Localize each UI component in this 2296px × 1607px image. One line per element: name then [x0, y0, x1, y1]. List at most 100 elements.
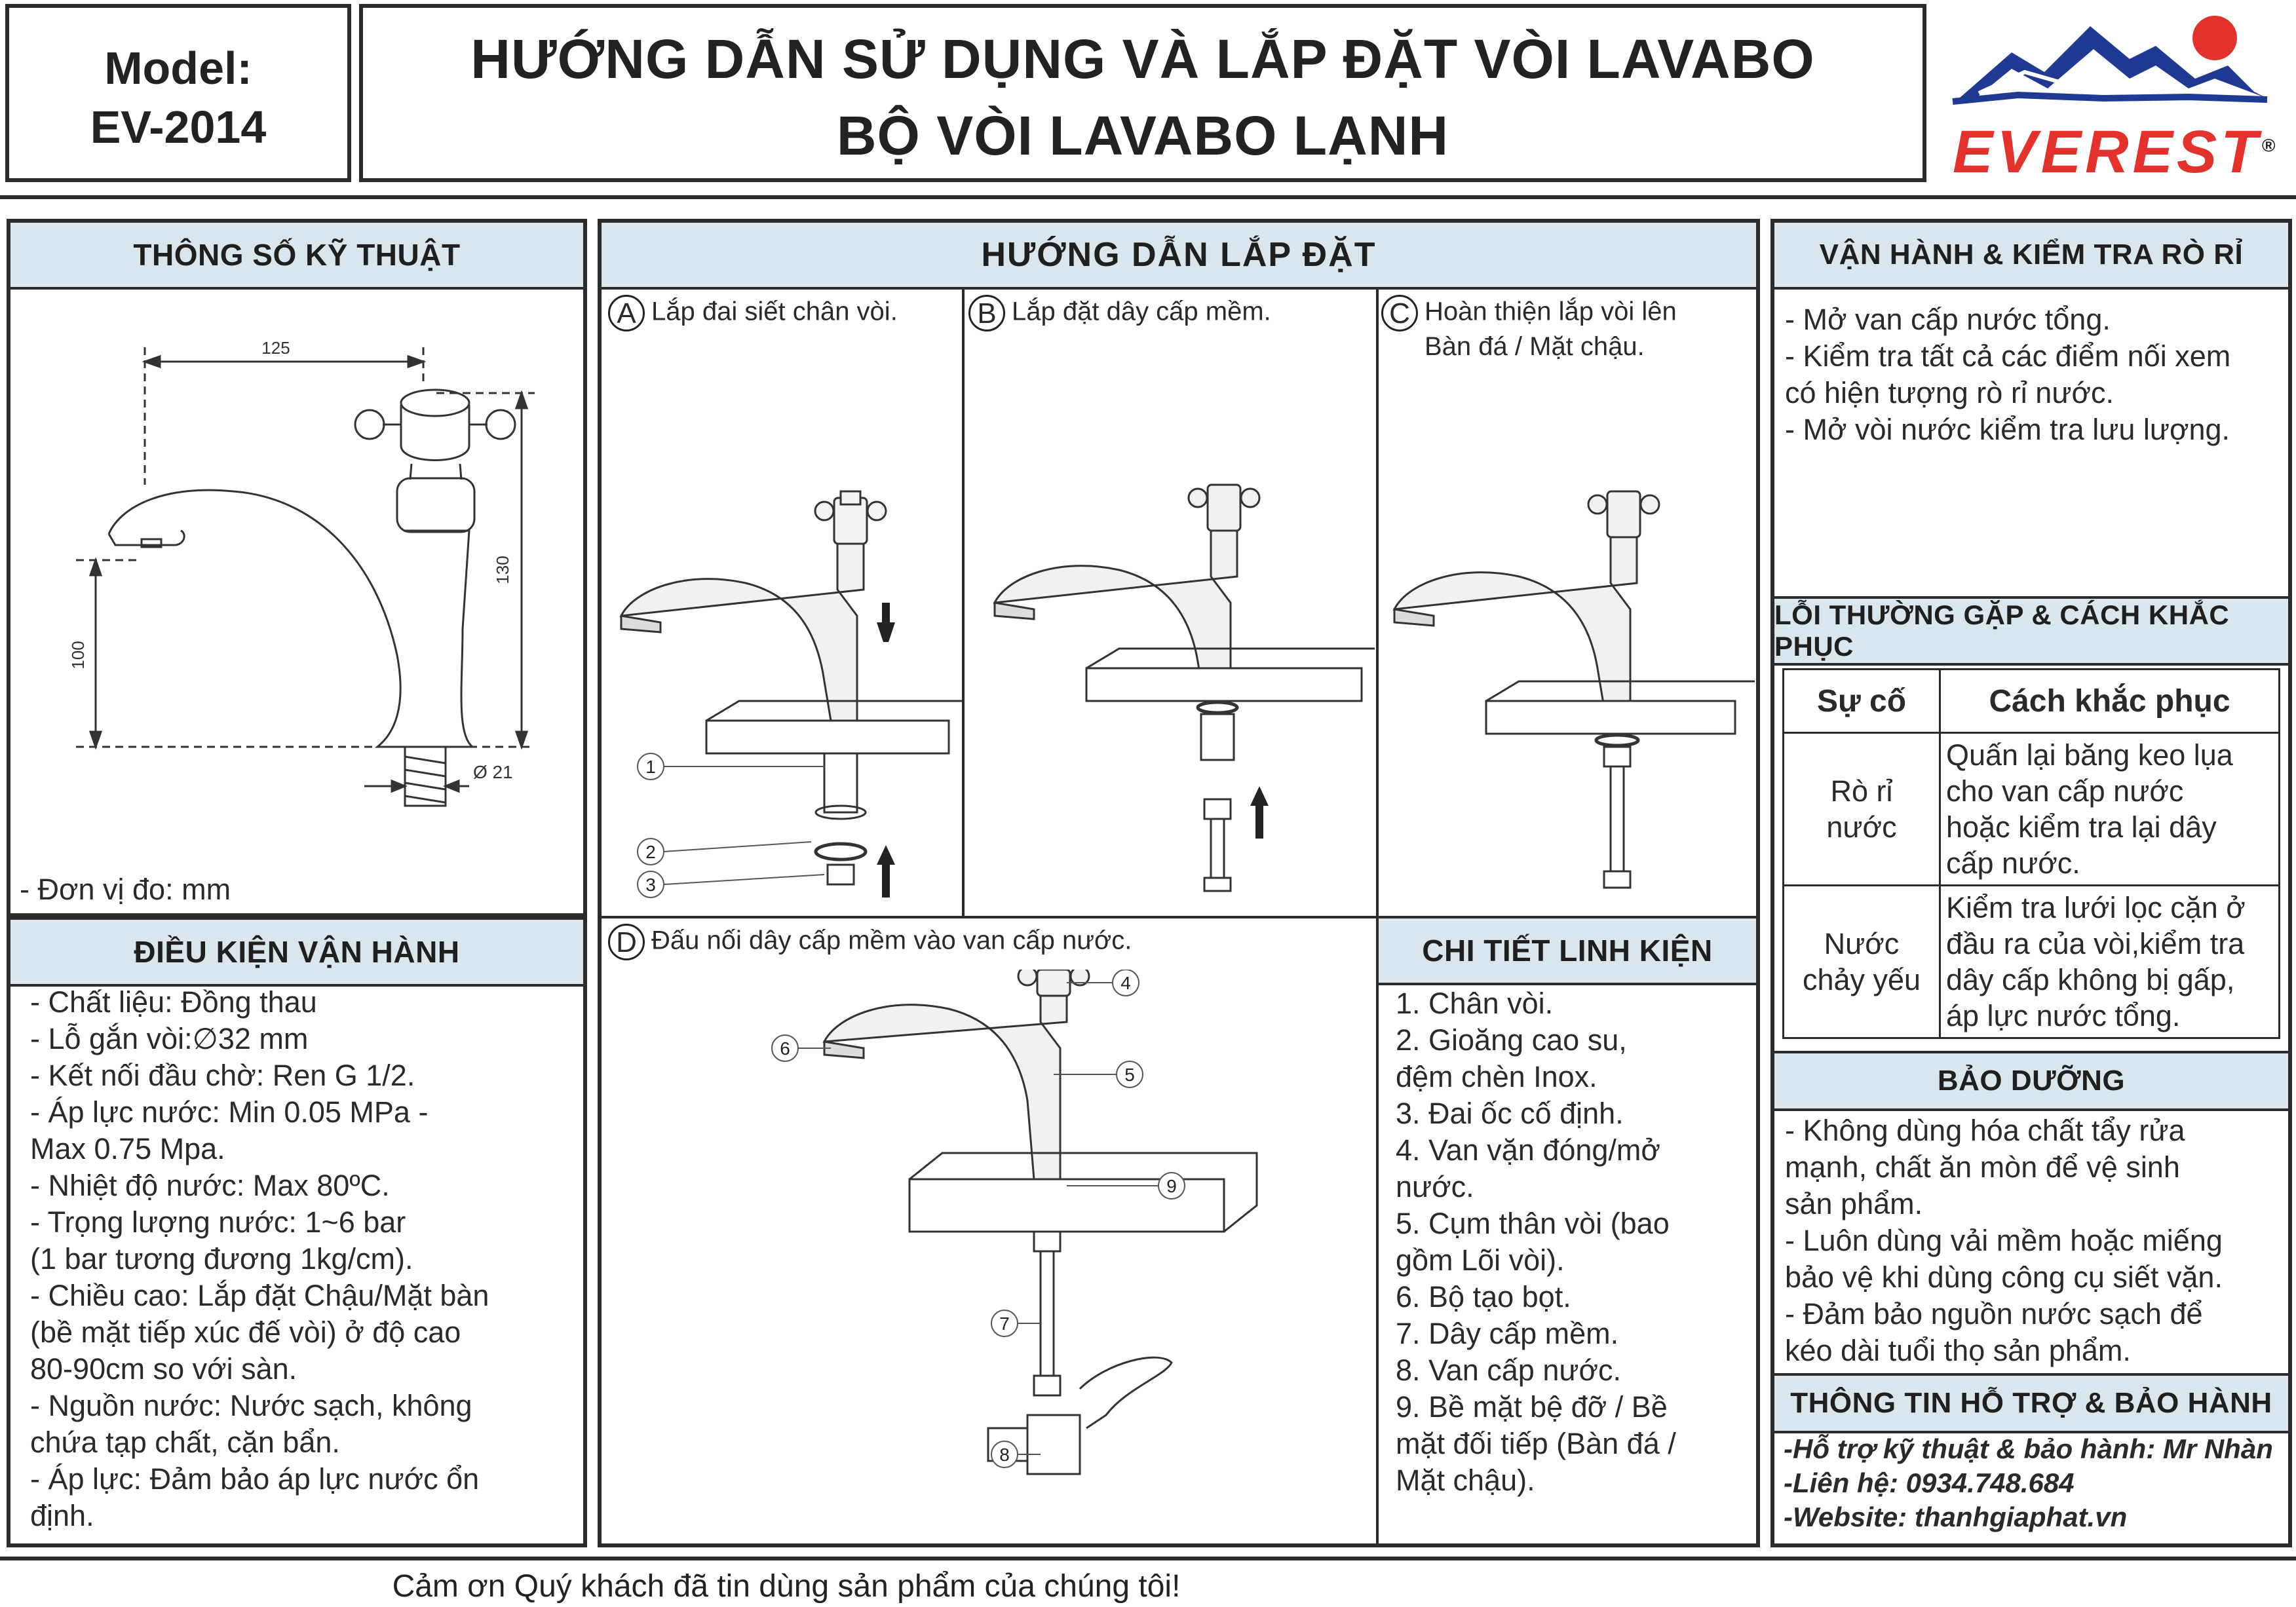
- callout-5: 5: [1124, 1065, 1135, 1085]
- callout-9: 9: [1166, 1176, 1177, 1196]
- step-d-text: Đấu nối dây cấp mềm vào van cấp nước.: [651, 926, 1132, 955]
- maintenance-line: bảo vệ khi dùng công cụ siết vặn.: [1785, 1260, 2223, 1294]
- parts-line: đệm chèn Inox.: [1396, 1060, 1598, 1093]
- maintenance-line: - Đảm bảo nguồn nước sạch để: [1785, 1297, 2203, 1331]
- conditions-line: - Kết nối đầu chờ: Ren G 1/2.: [30, 1059, 415, 1092]
- maintenance-line: sản phẩm.: [1785, 1187, 1923, 1220]
- page-title: HƯỚNG DẪN SỬ DỤNG VÀ LẮP ĐẶT VÒI LAVABO: [470, 28, 1815, 90]
- install-title: HƯỚNG DẪN LẮP ĐẶT: [602, 223, 1756, 290]
- parts-line: 7. Dây cấp mềm.: [1396, 1317, 1619, 1350]
- parts-line: gồm Lõi vòi).: [1396, 1243, 1565, 1277]
- conditions-title: ĐIỀU KIỆN VẬN HÀNH: [10, 917, 583, 987]
- dim-total-height-label: 130: [493, 556, 512, 584]
- maintenance-line: kéo dài tuổi thọ sản phẩm.: [1785, 1334, 2131, 1367]
- parts-title: CHI TIẾT LINH KIỆN: [1379, 918, 1756, 985]
- mountain-logo-icon: [1952, 16, 2268, 105]
- footer-text: Cảm ơn Quý khách đã tin dùng sản phẩm củ…: [392, 1569, 1181, 1604]
- maintenance-list: - Không dùng hóa chất tẩy rửa mạnh, chất…: [1785, 1112, 2223, 1369]
- maintenance-line: mạnh, chất ăn mòn để vệ sinh: [1785, 1150, 2180, 1184]
- support-title: THÔNG TIN HỖ TRỢ & BẢO HÀNH: [1774, 1373, 2288, 1433]
- parts-line: Mặt chậu).: [1396, 1464, 1535, 1497]
- faucet-dimension-drawing: 125 130 100 Ø 21: [68, 338, 535, 807]
- right-panel: VẬN HÀNH & KIỂM TRA RÒ RỈ - Mở van cấp n…: [1770, 219, 2292, 1547]
- unit-note: - Đơn vị đo: mm: [20, 873, 231, 906]
- callout-2: 2: [645, 842, 656, 862]
- page-subtitle: BỘ VÒI LAVABO LẠNH: [836, 105, 1449, 166]
- maintenance-line: - Không dùng hóa chất tẩy rửa: [1785, 1114, 2185, 1147]
- callout-8: 8: [999, 1445, 1010, 1465]
- conditions-line: - Áp lực: Đảm bảo áp lực nước ổn: [30, 1462, 480, 1496]
- conditions-line: - Chiều cao: Lắp đặt Chậu/Mặt bàn: [30, 1279, 489, 1312]
- operation-line: - Mở van cấp nước tổng.: [1785, 303, 2111, 336]
- conditions-line: - Áp lực nước: Min 0.05 MPa -: [30, 1095, 429, 1129]
- operation-line: - Kiểm tra tất cả các điểm nối xem: [1785, 339, 2231, 373]
- troubleshoot-title: LỖI THƯỜNG GẶP & CÁCH KHẮC PHỤC: [1774, 596, 2288, 666]
- dim-width-label: 125: [261, 338, 290, 358]
- specs-title: THÔNG SỐ KỸ THUẬT: [10, 223, 583, 290]
- parts-line: 4. Van vặn đóng/mở: [1396, 1133, 1660, 1167]
- conditions-line: Max 0.75 Mpa.: [30, 1132, 225, 1165]
- operation-line: có hiện tượng rò rỉ nước.: [1785, 376, 2114, 409]
- dim-spout-height-label: 100: [68, 641, 88, 669]
- parts-line: 1. Chân vòi.: [1396, 987, 1554, 1020]
- parts-list: 1. Chân vòi. 2. Gioăng cao su, đệm chèn …: [1396, 985, 1676, 1499]
- conditions-line: (bề mặt tiếp xúc đế vòi) ở độ cao: [30, 1315, 461, 1349]
- conditions-line: - Nguồn nước: Nước sạch, không: [30, 1389, 472, 1422]
- conditions-line: - Nhiệt độ nước: Max 80ºC.: [30, 1169, 390, 1202]
- table-header-row: Sự cố Cách khắc phục: [1782, 668, 2280, 734]
- parts-line: 6. Bộ tạo bọt.: [1396, 1280, 1571, 1314]
- callout-6: 6: [780, 1038, 790, 1059]
- callout-3: 3: [645, 875, 656, 895]
- header-divider: [0, 195, 2296, 199]
- parts-section: CHI TIẾT LINH KIỆN 1. Chân vòi. 2. Gioăn…: [1379, 918, 1756, 1543]
- col-issue-header: Sự cố: [1782, 668, 1941, 734]
- specs-panel: THÔNG SỐ KỸ THUẬT: [7, 219, 587, 917]
- dim-diameter-label: Ø 21: [473, 762, 513, 782]
- title-box: HƯỚNG DẪN SỬ DỤNG VÀ LẮP ĐẶT VÒI LAVABO …: [359, 4, 1926, 182]
- conditions-line: - Chất liệu: Đồng thau: [30, 985, 317, 1019]
- divider: [962, 287, 965, 916]
- callout-4: 4: [1120, 973, 1131, 993]
- step-c-badge: C: [1381, 295, 1418, 331]
- callout-1: 1: [645, 757, 656, 777]
- model-value: EV-2014: [90, 102, 267, 153]
- conditions-line: 80-90cm so với sàn.: [30, 1352, 297, 1386]
- brand-logo: EVEREST®: [1940, 7, 2293, 185]
- conditions-panel: ĐIỀU KIỆN VẬN HÀNH - Chất liệu: Đồng tha…: [7, 917, 587, 1547]
- conditions-line: chứa tạp chất, cặn bẩn.: [30, 1426, 340, 1459]
- operation-title: VẬN HÀNH & KIỂM TRA RÒ RỈ: [1774, 223, 2288, 290]
- col-fix-header: Cách khắc phục: [1939, 668, 2280, 734]
- callout-7: 7: [999, 1314, 1010, 1334]
- footer-divider: [0, 1557, 2296, 1560]
- parts-line: mặt đối tiếp (Bàn đá /: [1396, 1427, 1676, 1460]
- parts-line: 9. Bề mặt bệ đỡ / Bề: [1396, 1390, 1668, 1424]
- step-d-illustration: 4 5 6 9 7 8: [771, 970, 1258, 1475]
- brand-name: EVEREST®: [1953, 119, 2280, 185]
- divider: [1376, 916, 1379, 1545]
- step-a-illustration: 1 2 3: [619, 490, 962, 898]
- parts-line: nước.: [1396, 1170, 1474, 1203]
- step-b-illustration: [993, 483, 1375, 892]
- parts-line: 3. Đai ốc cố định.: [1396, 1097, 1624, 1130]
- conditions-list: - Chất liệu: Đồng thau - Lỗ gắn vòi:∅32 …: [30, 984, 489, 1534]
- step-d-badge: D: [608, 924, 645, 960]
- step-c-text-2: Bàn đá / Mặt chậu.: [1425, 332, 1645, 361]
- operation-list: - Mở van cấp nước tổng. - Kiểm tra tất c…: [1785, 301, 2230, 448]
- conditions-line: - Lỗ gắn vòi:∅32 mm: [30, 1022, 309, 1055]
- step-c-text: Hoàn thiện lắp vòi lên: [1425, 297, 1677, 326]
- support-line: -Hỗ trợ kỹ thuật & bảo hành: Mr Nhàn: [1784, 1433, 2273, 1464]
- conditions-line: định.: [30, 1499, 94, 1532]
- model-label: Model:: [104, 43, 252, 94]
